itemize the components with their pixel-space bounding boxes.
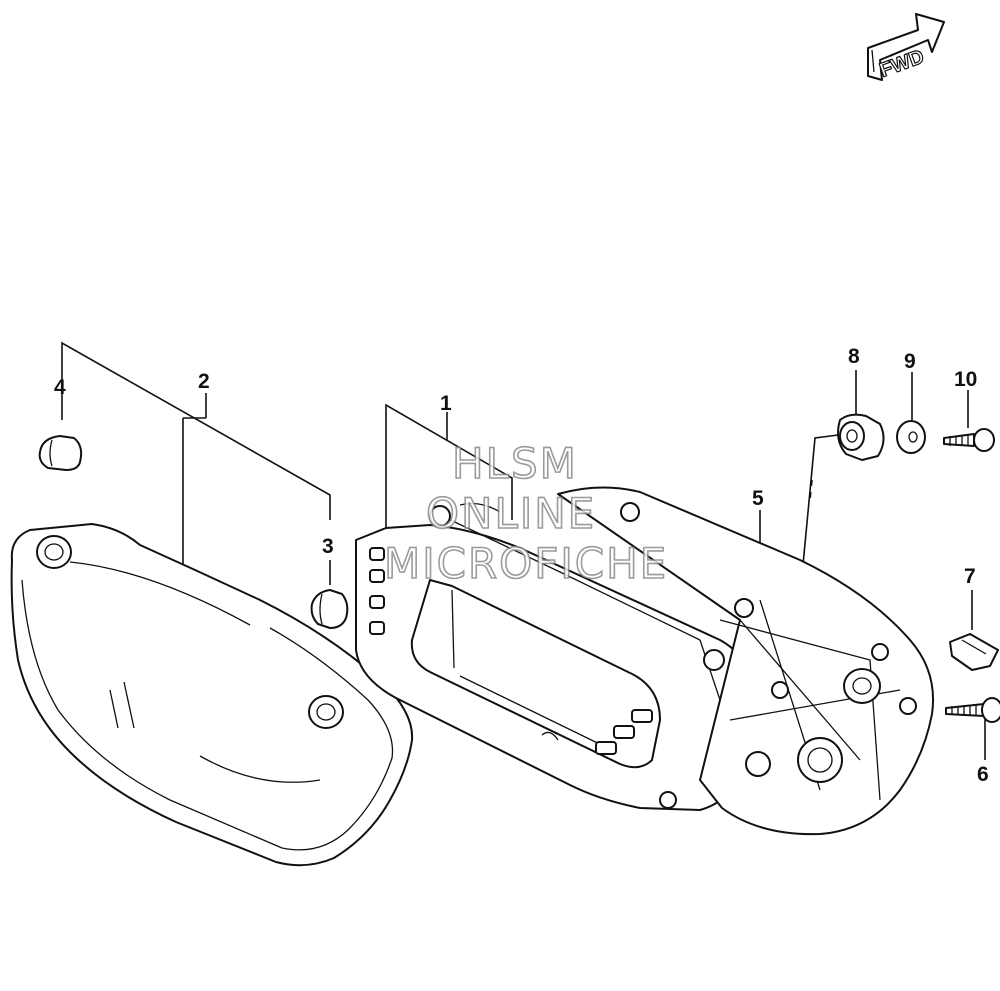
callout-7: 7 xyxy=(964,565,976,588)
part-9-washer xyxy=(896,420,926,454)
callout-9: 9 xyxy=(904,350,916,373)
callout-6: 6 xyxy=(977,763,989,786)
watermark-line-1: HLSM xyxy=(452,439,578,488)
part-10-screw xyxy=(943,428,995,452)
watermark-line-3: MICROFICHE xyxy=(384,539,668,588)
callout-10: 10 xyxy=(954,368,977,391)
callout-2: 2 xyxy=(198,370,210,393)
callout-5: 5 xyxy=(752,487,764,510)
callout-8: 8 xyxy=(848,345,860,368)
fwd-arrow-icon xyxy=(867,13,945,81)
leader-lines xyxy=(61,341,986,760)
part-7-clip xyxy=(949,633,999,671)
part-5-case xyxy=(557,486,935,836)
callout-1: 1 xyxy=(440,392,452,415)
part-3-cap xyxy=(310,589,349,629)
watermark: HLSM ONLINE MICROFICHE xyxy=(383,438,668,589)
part-6-screw xyxy=(945,697,1000,723)
callout-4: 4 xyxy=(54,376,66,399)
part-4-cap xyxy=(38,435,83,471)
part-1-meter xyxy=(355,502,752,811)
watermark-line-2: ONLINE xyxy=(426,489,596,538)
callout-3: 3 xyxy=(322,535,334,558)
part-8-grommet xyxy=(837,413,885,461)
part-2-cover xyxy=(10,523,414,867)
